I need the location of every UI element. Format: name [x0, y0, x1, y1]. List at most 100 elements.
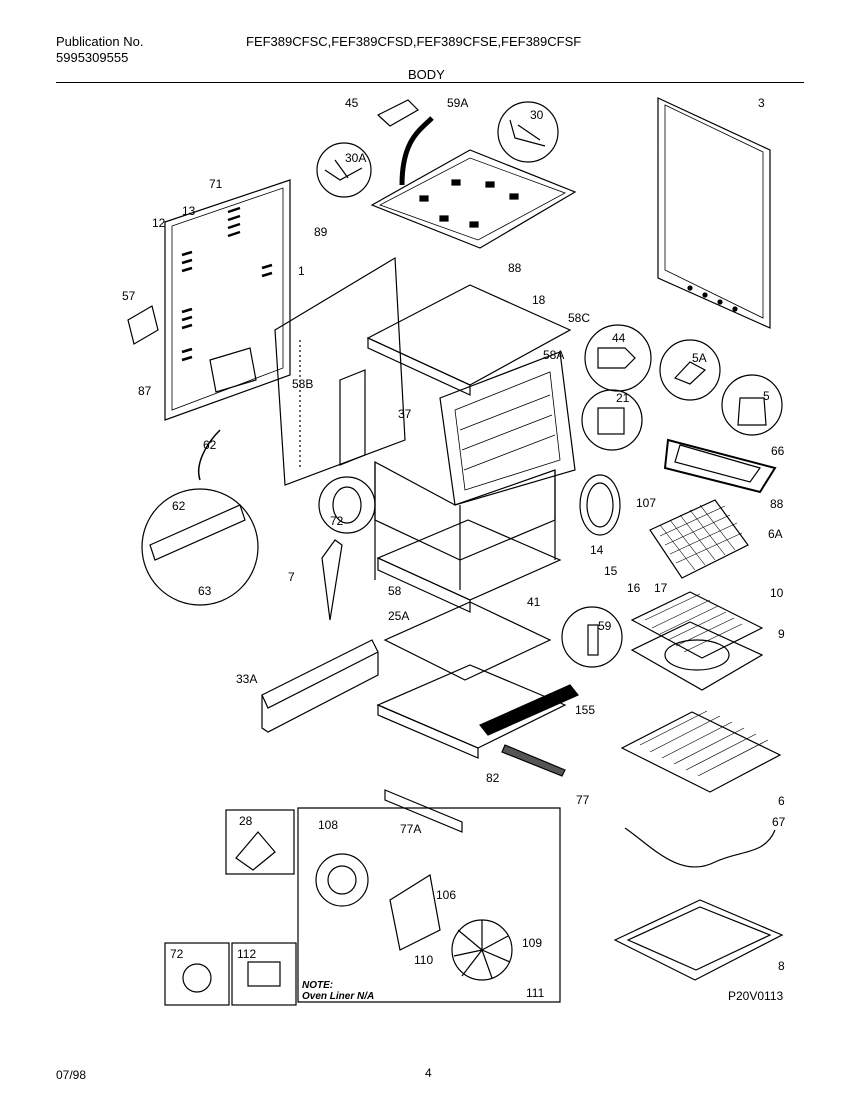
part-label: 58A [543, 348, 564, 362]
part-label: 21 [616, 391, 630, 405]
bracket-87 [209, 347, 257, 393]
inset-box-28 [225, 809, 295, 875]
broil-element [663, 438, 777, 494]
part-label: 82 [486, 771, 500, 785]
part-label: 66 [771, 444, 785, 458]
detail-circle-5 [721, 374, 783, 436]
part-label: 28 [239, 814, 253, 828]
detail-circle-5A [659, 339, 721, 401]
note-heading: NOTE: [302, 980, 333, 991]
part-label: 18 [532, 293, 546, 307]
bracket-45 [376, 99, 419, 127]
part-label: 107 [636, 496, 656, 510]
panel-25A [383, 601, 552, 681]
part-label: 12 [152, 216, 166, 230]
cabinet-frame [374, 460, 556, 561]
side-wrapper [274, 256, 406, 486]
part-label: 77A [400, 822, 421, 836]
part-label: 45 [345, 96, 359, 110]
part-label: 62 [203, 438, 217, 452]
trim-33A [261, 639, 379, 709]
strip-155 [479, 684, 579, 736]
detail-circle-72 [318, 476, 376, 534]
part-label: 110 [414, 953, 433, 967]
part-label: 30A [345, 151, 366, 165]
part-label: 14 [590, 543, 604, 557]
note-text: Oven Liner N/A [302, 991, 374, 1002]
part-label: 63 [198, 584, 212, 598]
back-panel [657, 97, 771, 329]
part-label: 62 [172, 499, 186, 513]
part-label: 88 [770, 497, 784, 511]
part-label: 44 [612, 331, 626, 345]
broil-pan-9 [630, 621, 764, 691]
oven-top-side [367, 337, 471, 396]
inset-box-112 [231, 942, 297, 1006]
part-label: 37 [398, 407, 412, 421]
plate-57 [127, 305, 159, 345]
section-title: BODY [408, 67, 445, 82]
part-label: 59A [447, 96, 468, 110]
part-label: 8 [778, 959, 785, 973]
part-label: 112 [237, 947, 256, 961]
part-label: 3 [758, 96, 765, 110]
part-label: 108 [318, 818, 338, 832]
detail-circle-30 [497, 101, 559, 163]
fan-assembly-box [297, 807, 561, 1003]
part-label: 5 [763, 389, 770, 403]
footer-page-number: 4 [425, 1066, 432, 1080]
model-numbers: FEF389CFSC,FEF389CFSD,FEF389CFSE,FEF389C… [246, 34, 582, 49]
part-label: 1 [298, 264, 305, 278]
part-label: 5A [692, 351, 707, 365]
part-label: 6A [768, 527, 783, 541]
part-label: 25A [388, 609, 409, 623]
part-label: 72 [330, 514, 344, 528]
part-label: 58C [568, 311, 590, 325]
header-rule [56, 82, 804, 83]
part-label: 59 [598, 619, 612, 633]
part-label: 89 [314, 225, 328, 239]
top-cover-plate [370, 149, 577, 249]
part-label: 16 [627, 581, 641, 595]
part-label: 155 [575, 703, 595, 717]
broil-insert-10 [630, 591, 764, 659]
wire-harness-67 [624, 827, 776, 868]
part-label: 88 [508, 261, 522, 275]
part-label: 111 [526, 986, 545, 1000]
part-label: 71 [209, 177, 223, 191]
part-label: 15 [604, 564, 618, 578]
insulation-58B [339, 369, 366, 466]
part-label: 67 [772, 815, 786, 829]
part-label: 77 [576, 793, 590, 807]
bracket-77A [384, 789, 463, 833]
part-label: 106 [436, 888, 456, 902]
footer-date: 07/98 [56, 1068, 87, 1082]
detail-circle-59 [561, 606, 623, 668]
drawing-code: P20V0113 [728, 989, 783, 1003]
rear-panel-71 [164, 179, 291, 421]
part-label: 9 [778, 627, 785, 641]
publication-number: 5995309555 [56, 50, 129, 65]
inset-box-72 [164, 942, 230, 1006]
part-label: 6 [778, 794, 785, 808]
publication-label: Publication No. [56, 34, 144, 49]
part-label: 17 [654, 581, 668, 595]
part-label: 57 [122, 289, 136, 303]
part-label: 13 [182, 204, 196, 218]
detail-circle-30A [316, 142, 372, 198]
part-label: 30 [530, 108, 544, 122]
part-label: 7 [288, 570, 295, 584]
part-label: 41 [527, 595, 541, 609]
part-label: 33A [236, 672, 257, 686]
strip-77 [501, 744, 566, 777]
drawer-8 [613, 899, 784, 981]
convection-cover [579, 474, 621, 536]
part-label: 58 [388, 584, 402, 598]
insulation-58 [376, 519, 562, 601]
bulb-7 [321, 539, 343, 621]
detail-circle-62 [141, 488, 259, 606]
part-label: 109 [522, 936, 542, 950]
detail-circle-21 [581, 389, 643, 451]
part-label: 87 [138, 384, 152, 398]
